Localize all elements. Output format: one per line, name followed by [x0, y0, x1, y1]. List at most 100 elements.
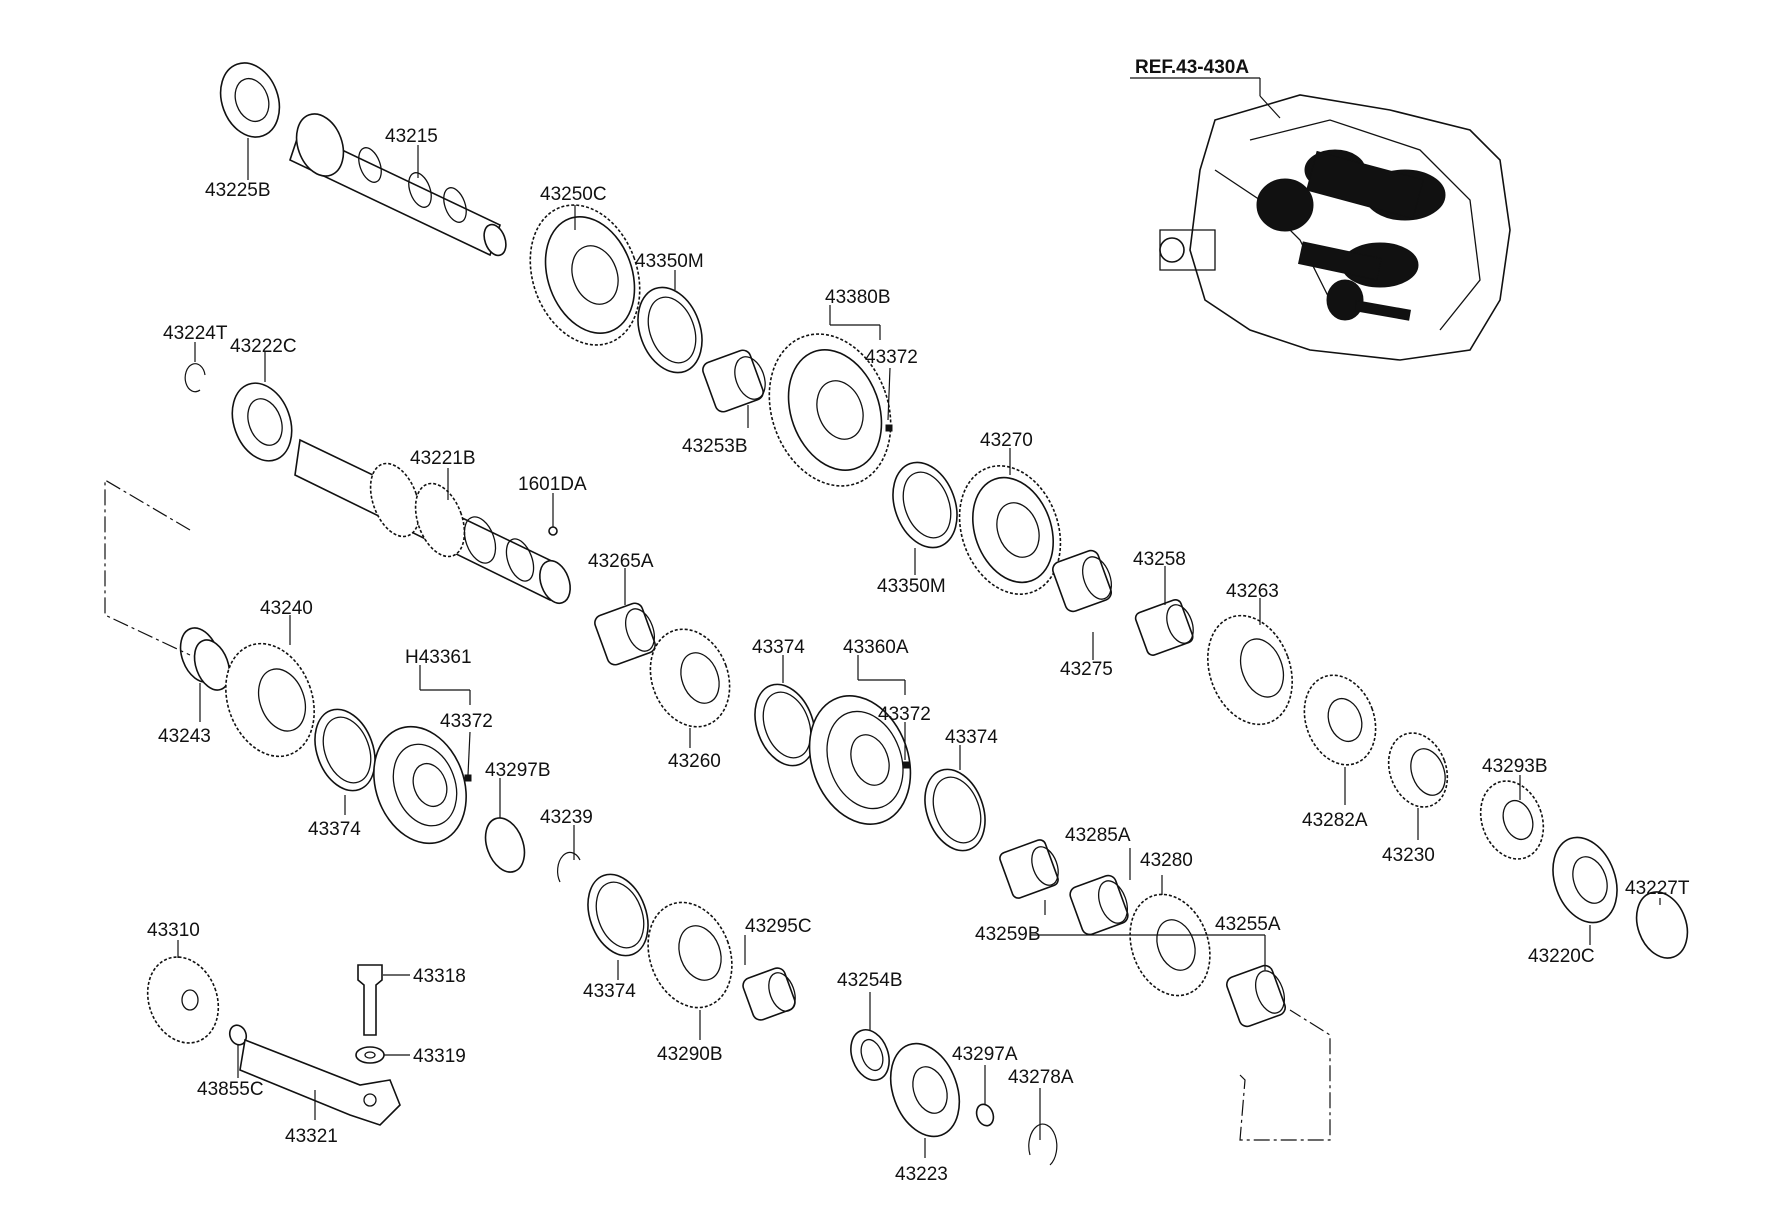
label-43221b: 43221B [410, 448, 476, 469]
synchro-ring-43374-d [587, 873, 649, 957]
label-43297a: 43297A [952, 1044, 1018, 1065]
needle-bearing-43253b [702, 349, 766, 413]
needle-bearing-43255a [1226, 964, 1286, 1028]
bearing-43220c [1552, 836, 1618, 924]
label-43254b: 43254B [837, 970, 903, 991]
needle-bearing-43285a [1069, 874, 1129, 936]
needle-bearing-43265a [594, 602, 656, 666]
label-43265a: 43265A [588, 551, 654, 572]
label-43280: 43280 [1140, 850, 1193, 871]
bearing-43225b [219, 62, 281, 138]
label-43295c: 43295C [745, 916, 812, 937]
needle-bearing-43275 [1052, 549, 1112, 613]
label-43319: 43319 [413, 1046, 466, 1067]
label-43372-a: 43372 [865, 347, 918, 368]
label-43290b: 43290B [657, 1044, 723, 1065]
gear-43263 [1207, 614, 1293, 726]
label-43350m-b: 43350M [877, 576, 946, 597]
needle-bearing-43295c [742, 967, 796, 1021]
phantom-line-right [1239, 1009, 1331, 1141]
bushing-43243 [179, 627, 231, 691]
label-h43361: H43361 [405, 647, 472, 668]
gear-43293b [1479, 780, 1545, 860]
label-43374-c: 43374 [945, 727, 998, 748]
label-43374-b: 43374 [308, 819, 361, 840]
label-43374-d: 43374 [583, 981, 636, 1002]
label-43225b: 43225B [205, 180, 271, 201]
label-43222c: 43222C [230, 336, 297, 357]
thrust-washer-43254b [850, 1029, 890, 1081]
output-shaft-43221b [294, 438, 571, 605]
label-43240: 43240 [260, 598, 313, 619]
label-43297b: 43297B [485, 760, 551, 781]
idler-gear-43310 [146, 956, 220, 1044]
label-43250c: 43250C [540, 184, 607, 205]
label-43220c: 43220C [1528, 946, 1595, 967]
transmission-assembly-reference [1130, 77, 1511, 361]
label-43258: 43258 [1133, 549, 1186, 570]
gear-43282a [1303, 674, 1377, 766]
label-43259b: 43259B [975, 924, 1041, 945]
snap-ring-43227t [1635, 891, 1689, 959]
label-43282a: 43282A [1302, 810, 1368, 831]
synchro-hub-h43361 [373, 725, 472, 845]
label-43293b: 43293B [1482, 756, 1548, 777]
leader-lines [177, 138, 1661, 1158]
label-43215: 43215 [385, 126, 438, 147]
gear-43290b [647, 901, 733, 1009]
bearing-43223 [889, 1042, 961, 1138]
label-43380b: 43380B [825, 287, 891, 308]
synchro-ring-43374-a [754, 683, 816, 767]
label-43223: 43223 [895, 1164, 948, 1185]
snap-ring-43297b [484, 817, 526, 873]
label-43372-b: 43372 [440, 711, 493, 732]
input-shaft-43215 [289, 113, 507, 257]
gear-43260 [649, 628, 731, 728]
label-43374-a: 43374 [752, 637, 805, 658]
label-43360a: 43360A [843, 637, 909, 658]
label-43855c: 43855C [197, 1079, 264, 1100]
label-1601da: 1601DA [518, 474, 587, 495]
label-43321: 43321 [285, 1126, 338, 1147]
label-43318: 43318 [413, 966, 466, 987]
reference-label: REF.43-430A [1135, 57, 1249, 78]
snap-ring-43278a [1028, 1123, 1058, 1166]
idler-shaft-43321 [239, 1038, 401, 1126]
ring-43297a [975, 1103, 995, 1127]
synchro-hub-43380b [768, 333, 893, 487]
label-43230: 43230 [1382, 845, 1435, 866]
ball-1601da [548, 526, 558, 536]
label-43278a: 43278A [1008, 1067, 1074, 1088]
bushing-43259b [999, 839, 1059, 899]
bushing-43258 [1134, 599, 1194, 656]
label-43255a: 43255A [1215, 914, 1281, 935]
washer-43319 [355, 1046, 385, 1064]
synchro-ring-43374-b [924, 768, 986, 852]
gear-43250c [529, 204, 641, 346]
gear-43230 [1387, 732, 1449, 808]
label-43372-c: 43372 [878, 704, 931, 725]
label-43224t: 43224T [163, 323, 228, 344]
bolt-43318 [357, 964, 383, 1036]
label-43285a: 43285A [1065, 825, 1131, 846]
phantom-line-left [104, 478, 191, 656]
label-43253b: 43253B [682, 436, 748, 457]
label-43310: 43310 [147, 920, 200, 941]
label-43227t: 43227T [1625, 878, 1690, 899]
synchro-ring-43350m-b [892, 461, 958, 549]
snap-ring-43239 [557, 851, 581, 883]
part-labels: 43225B 43215 43250C 43350M 43380B 43372 … [147, 126, 1690, 1185]
label-43350m-a: 43350M [635, 251, 704, 272]
snap-ring-43224t [184, 363, 206, 393]
gear-43270 [958, 465, 1062, 595]
gear-43240 [225, 642, 315, 758]
label-43243: 43243 [158, 726, 211, 747]
label-43275: 43275 [1060, 659, 1113, 680]
synchro-ring-43374-c [314, 708, 376, 792]
bearing-43222c [231, 382, 293, 462]
label-43239: 43239 [540, 807, 593, 828]
label-43263: 43263 [1226, 581, 1279, 602]
label-43270: 43270 [980, 430, 1033, 451]
label-43260: 43260 [668, 751, 721, 772]
